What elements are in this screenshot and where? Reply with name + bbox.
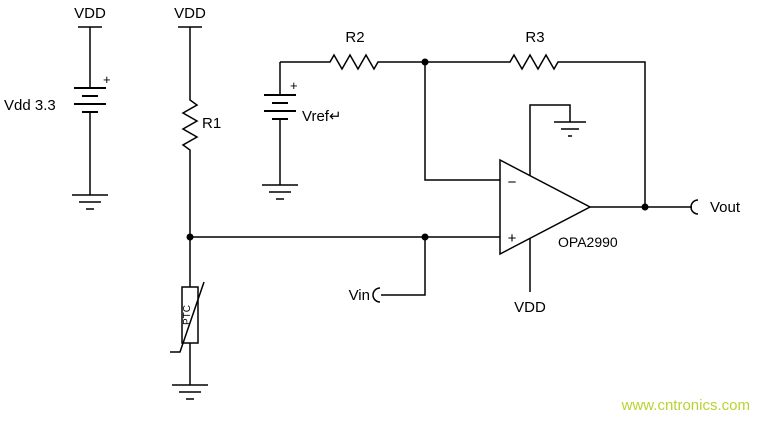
opamp-part-label: OPA2990 bbox=[558, 234, 618, 250]
battery-vref-plus-label: + bbox=[290, 78, 298, 93]
resistor-r1-symbol bbox=[181, 95, 199, 155]
vdd-rail-r1-bar bbox=[178, 26, 202, 95]
opamp-triangle bbox=[499, 158, 592, 256]
ground-symbol-left bbox=[72, 194, 108, 210]
junction-dot-output bbox=[641, 203, 649, 211]
wire-inverting-input bbox=[424, 62, 500, 181]
vin-terminal-icon bbox=[372, 287, 381, 303]
vdd-rail-left-bar bbox=[78, 26, 102, 88]
vin-label: Vin bbox=[349, 287, 370, 304]
ground-symbol-vref bbox=[262, 184, 298, 200]
ground-symbol-opamp bbox=[554, 121, 586, 137]
battery-vdd-symbol bbox=[74, 87, 106, 113]
resistor-r2-label: R2 bbox=[345, 29, 364, 46]
ptc-label: PTC bbox=[182, 305, 193, 325]
opamp-noninverting-sign: + bbox=[508, 230, 517, 247]
ground-symbol-ptc bbox=[172, 384, 208, 400]
resistor-r1-label: R1 bbox=[202, 115, 221, 132]
watermark-text: www.cntronics.com bbox=[621, 397, 750, 414]
battery-vdd-plus-label: + bbox=[103, 72, 111, 87]
wire-vin bbox=[381, 237, 426, 296]
battery-vref-name-label: Vref↵ bbox=[302, 108, 342, 125]
resistor-r3-symbol bbox=[505, 53, 565, 71]
opamp-vdd-label: VDD bbox=[514, 299, 546, 316]
wire-r3-to-output bbox=[565, 61, 646, 207]
resistor-r2-symbol bbox=[325, 53, 385, 71]
resistor-r3-label: R3 bbox=[525, 29, 544, 46]
vdd-rail-left-label: VDD bbox=[74, 5, 106, 22]
battery-vdd-name-label: Vdd 3.3 bbox=[4, 97, 56, 114]
vout-terminal-icon bbox=[690, 199, 699, 215]
opamp-inverting-sign: − bbox=[508, 174, 517, 191]
wire-opamp-gnd-pin bbox=[529, 104, 571, 176]
vout-label: Vout bbox=[710, 199, 741, 216]
battery-vref-symbol bbox=[264, 94, 296, 120]
vdd-rail-r1-label: VDD bbox=[174, 5, 206, 22]
